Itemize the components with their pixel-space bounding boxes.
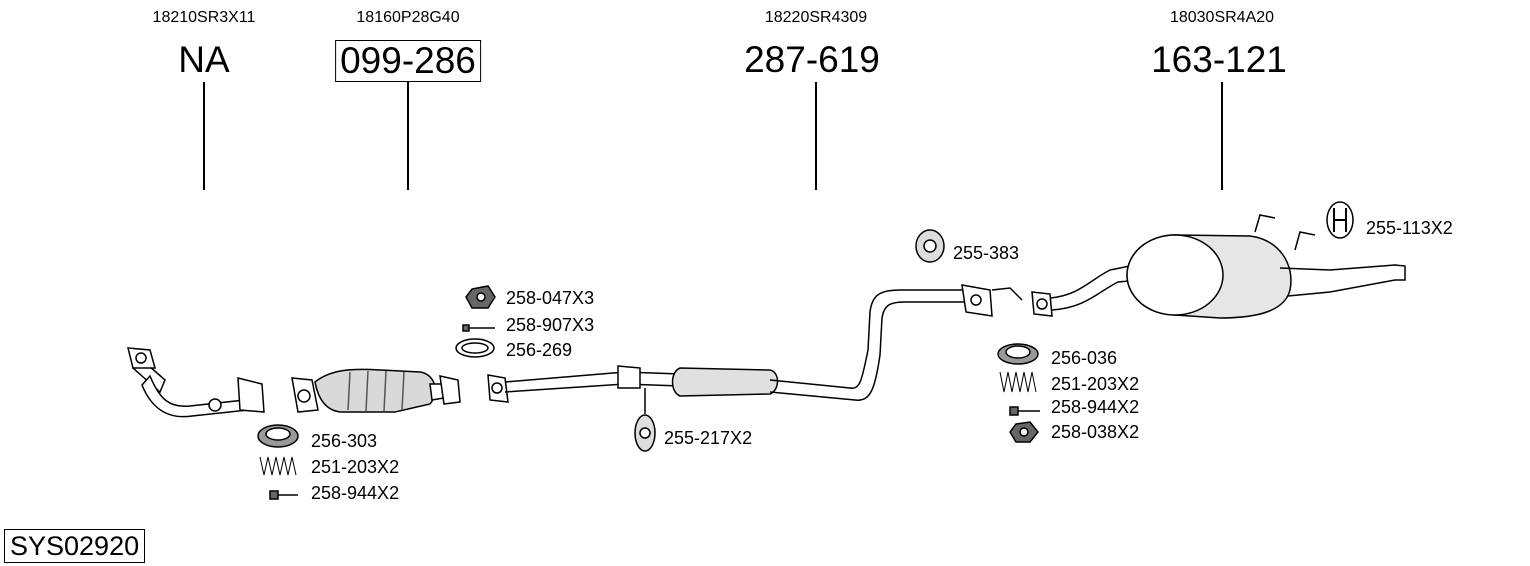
bolt-icon [462,324,495,332]
part-label: 256-269 [506,340,573,360]
part-label: 258-944X2 [311,483,400,503]
oem-number: 18220SR4309 [764,9,868,26]
oem-number: 18030SR4A20 [1169,9,1275,26]
bolt-icon-front [269,490,298,500]
gasket-cone-icon-front [257,424,299,448]
spring-icon-rear [999,371,1037,393]
part-label: 258-907X3 [506,315,595,335]
rubber-hanger-icon [915,229,945,263]
rubber-mount-icon [634,388,656,452]
h-hanger-icon [1326,201,1354,239]
part-label: 255-383 [953,243,1020,263]
part-label: 255-113X2 [1366,218,1453,238]
part-label: 255-217X2 [664,428,753,448]
part-label: 251-203X2 [1051,374,1140,394]
part-label: 258-047X3 [506,288,595,308]
rear-muffler [1031,214,1406,319]
middle-flange [961,284,1023,317]
part-label: 258-038X2 [1051,422,1140,442]
front-pipe [127,347,265,418]
nut-icon-rear [1009,421,1039,443]
spring-icon-front [259,456,297,476]
nut-icon [465,285,496,309]
center-pipe [487,289,965,403]
catalytic-converter [291,368,461,413]
bolt-icon-rear [1009,406,1040,416]
part-label: 258-944X2 [1051,397,1140,417]
main-part-number-boxed: 099-286 [335,40,481,82]
gasket-ring-icon [455,338,495,358]
main-part-number: 287-619 [744,39,880,80]
part-label: 256-303 [311,431,378,451]
gasket-cone-icon-rear [997,343,1039,365]
system-id: SYS02920 [4,529,146,563]
main-part-number: NA [178,39,230,80]
oem-number: 18160P28G40 [356,9,460,26]
main-part-number: 163-121 [1151,39,1287,80]
part-label: 251-203X2 [311,457,400,477]
part-label: 256-036 [1051,348,1118,368]
oem-number: 18210SR3X11 [152,9,256,26]
